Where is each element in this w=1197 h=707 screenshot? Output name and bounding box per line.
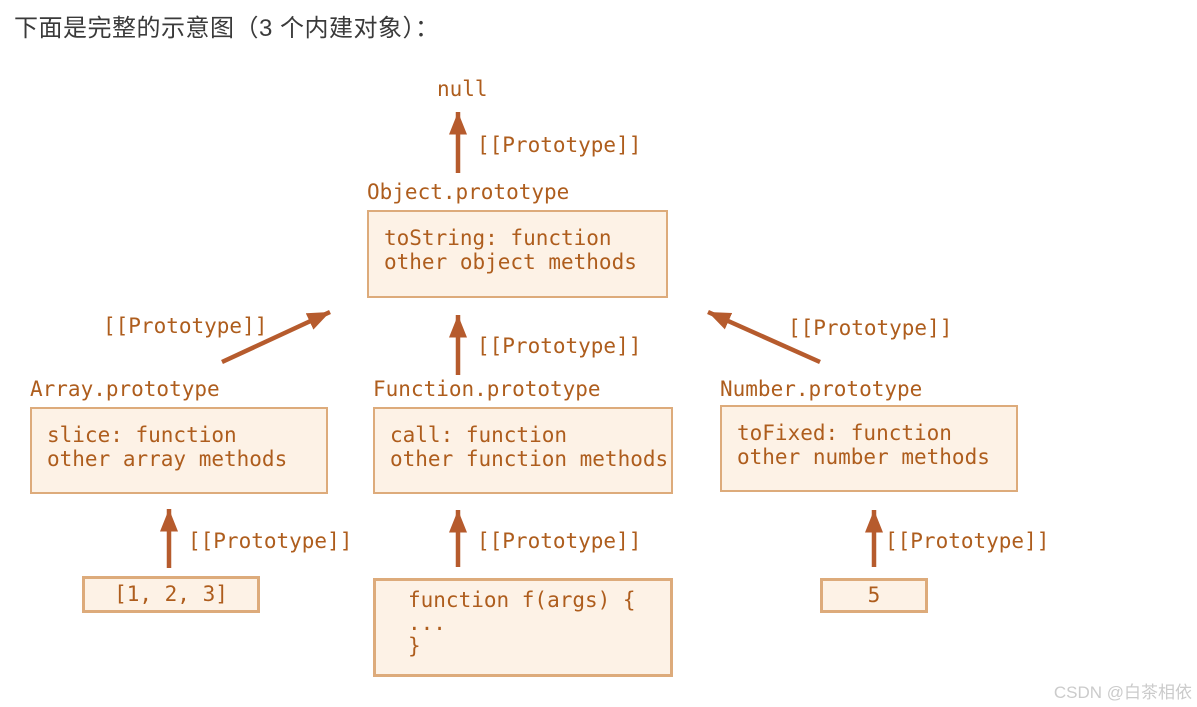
function-instance-line: ... <box>408 611 446 635</box>
object-prototype-line: toString: function <box>384 226 612 250</box>
prototype-label-object-null: [[Prototype]] <box>477 133 642 157</box>
page-title: 下面是完整的示意图（3 个内建对象）： <box>14 15 440 42</box>
function-prototype-box: call: function other function methods <box>373 407 673 494</box>
object-prototype-line: other object methods <box>384 250 637 274</box>
function-instance-line: } <box>408 634 421 658</box>
object-prototype-box: toString: function other object methods <box>367 210 668 298</box>
object-prototype-title: Object.prototype <box>367 180 570 204</box>
function-instance-box: function f(args) { ... } <box>373 578 673 677</box>
array-prototype-box: slice: function other array methods <box>30 407 328 494</box>
function-prototype-title: Function.prototype <box>373 377 601 401</box>
prototype-label-function-object: [[Prototype]] <box>477 334 642 358</box>
number-prototype-line: other number methods <box>737 445 990 469</box>
array-prototype-line: slice: function <box>47 423 237 447</box>
prototype-label-array-object: [[Prototype]] <box>103 314 268 338</box>
array-prototype-title: Array.prototype <box>30 377 220 401</box>
number-instance-value: 5 <box>867 583 881 607</box>
prototype-label-number-object: [[Prototype]] <box>788 316 953 340</box>
function-prototype-line: call: function <box>390 423 568 447</box>
prototype-label-function-instance: [[Prototype]] <box>477 529 642 553</box>
array-instance-box: [1, 2, 3] <box>82 576 260 613</box>
null-label: null <box>437 77 488 101</box>
number-prototype-title: Number.prototype <box>720 377 923 401</box>
number-instance-box: 5 <box>820 578 928 613</box>
array-prototype-line: other array methods <box>47 447 288 471</box>
function-prototype-line: other function methods <box>390 447 669 471</box>
prototype-label-array-instance: [[Prototype]] <box>188 529 353 553</box>
watermark: CSDN @白茶相依 <box>1053 683 1192 702</box>
function-instance-line: function f(args) { <box>408 588 636 612</box>
prototype-label-number-instance: [[Prototype]] <box>885 529 1050 553</box>
array-instance-value: [1, 2, 3] <box>114 582 228 606</box>
arrow-number-to-object <box>707 309 821 365</box>
number-prototype-line: toFixed: function <box>737 421 952 445</box>
arrow-array-to-object <box>221 309 331 365</box>
number-prototype-box: toFixed: function other number methods <box>720 405 1018 492</box>
